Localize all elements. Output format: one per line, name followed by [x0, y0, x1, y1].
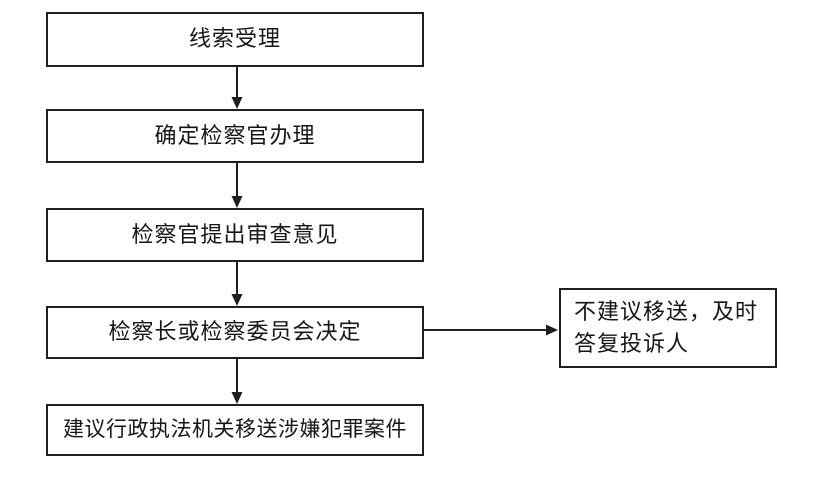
flow-step-no-transfer-reply: 不建议移送，及时 答复投诉人 [559, 288, 777, 368]
flow-step-label: 检察官提出审查意见 [131, 221, 339, 247]
arrow-step4-to-step5 [231, 359, 243, 404]
flow-step-label: 确定检察官办理 [154, 122, 316, 148]
flow-step-clue-acceptance: 线索受理 [46, 12, 424, 67]
flow-step-committee-decision: 检察长或检察委员会决定 [46, 306, 424, 359]
arrow-step3-to-step4 [231, 262, 243, 306]
arrow-step2-to-step3 [231, 163, 243, 208]
flow-step-label: 建议行政执法机关移送涉嫌犯罪案件 [63, 418, 407, 442]
arrow-step1-to-step2 [231, 67, 243, 109]
flow-step-review-opinion: 检察官提出审查意见 [46, 208, 424, 262]
flow-step-assign-prosecutor: 确定检察官办理 [46, 109, 424, 163]
arrow-step4-to-side1 [424, 324, 558, 336]
flow-step-label: 检察长或检察委员会决定 [108, 319, 362, 345]
flow-step-label: 线索受理 [188, 26, 281, 52]
flow-step-label-line-1: 不建议移送，及时 [574, 299, 759, 324]
flow-step-label-line-2: 答复投诉人 [574, 331, 690, 356]
flow-step-recommend-transfer: 建议行政执法机关移送涉嫌犯罪案件 [46, 404, 424, 456]
